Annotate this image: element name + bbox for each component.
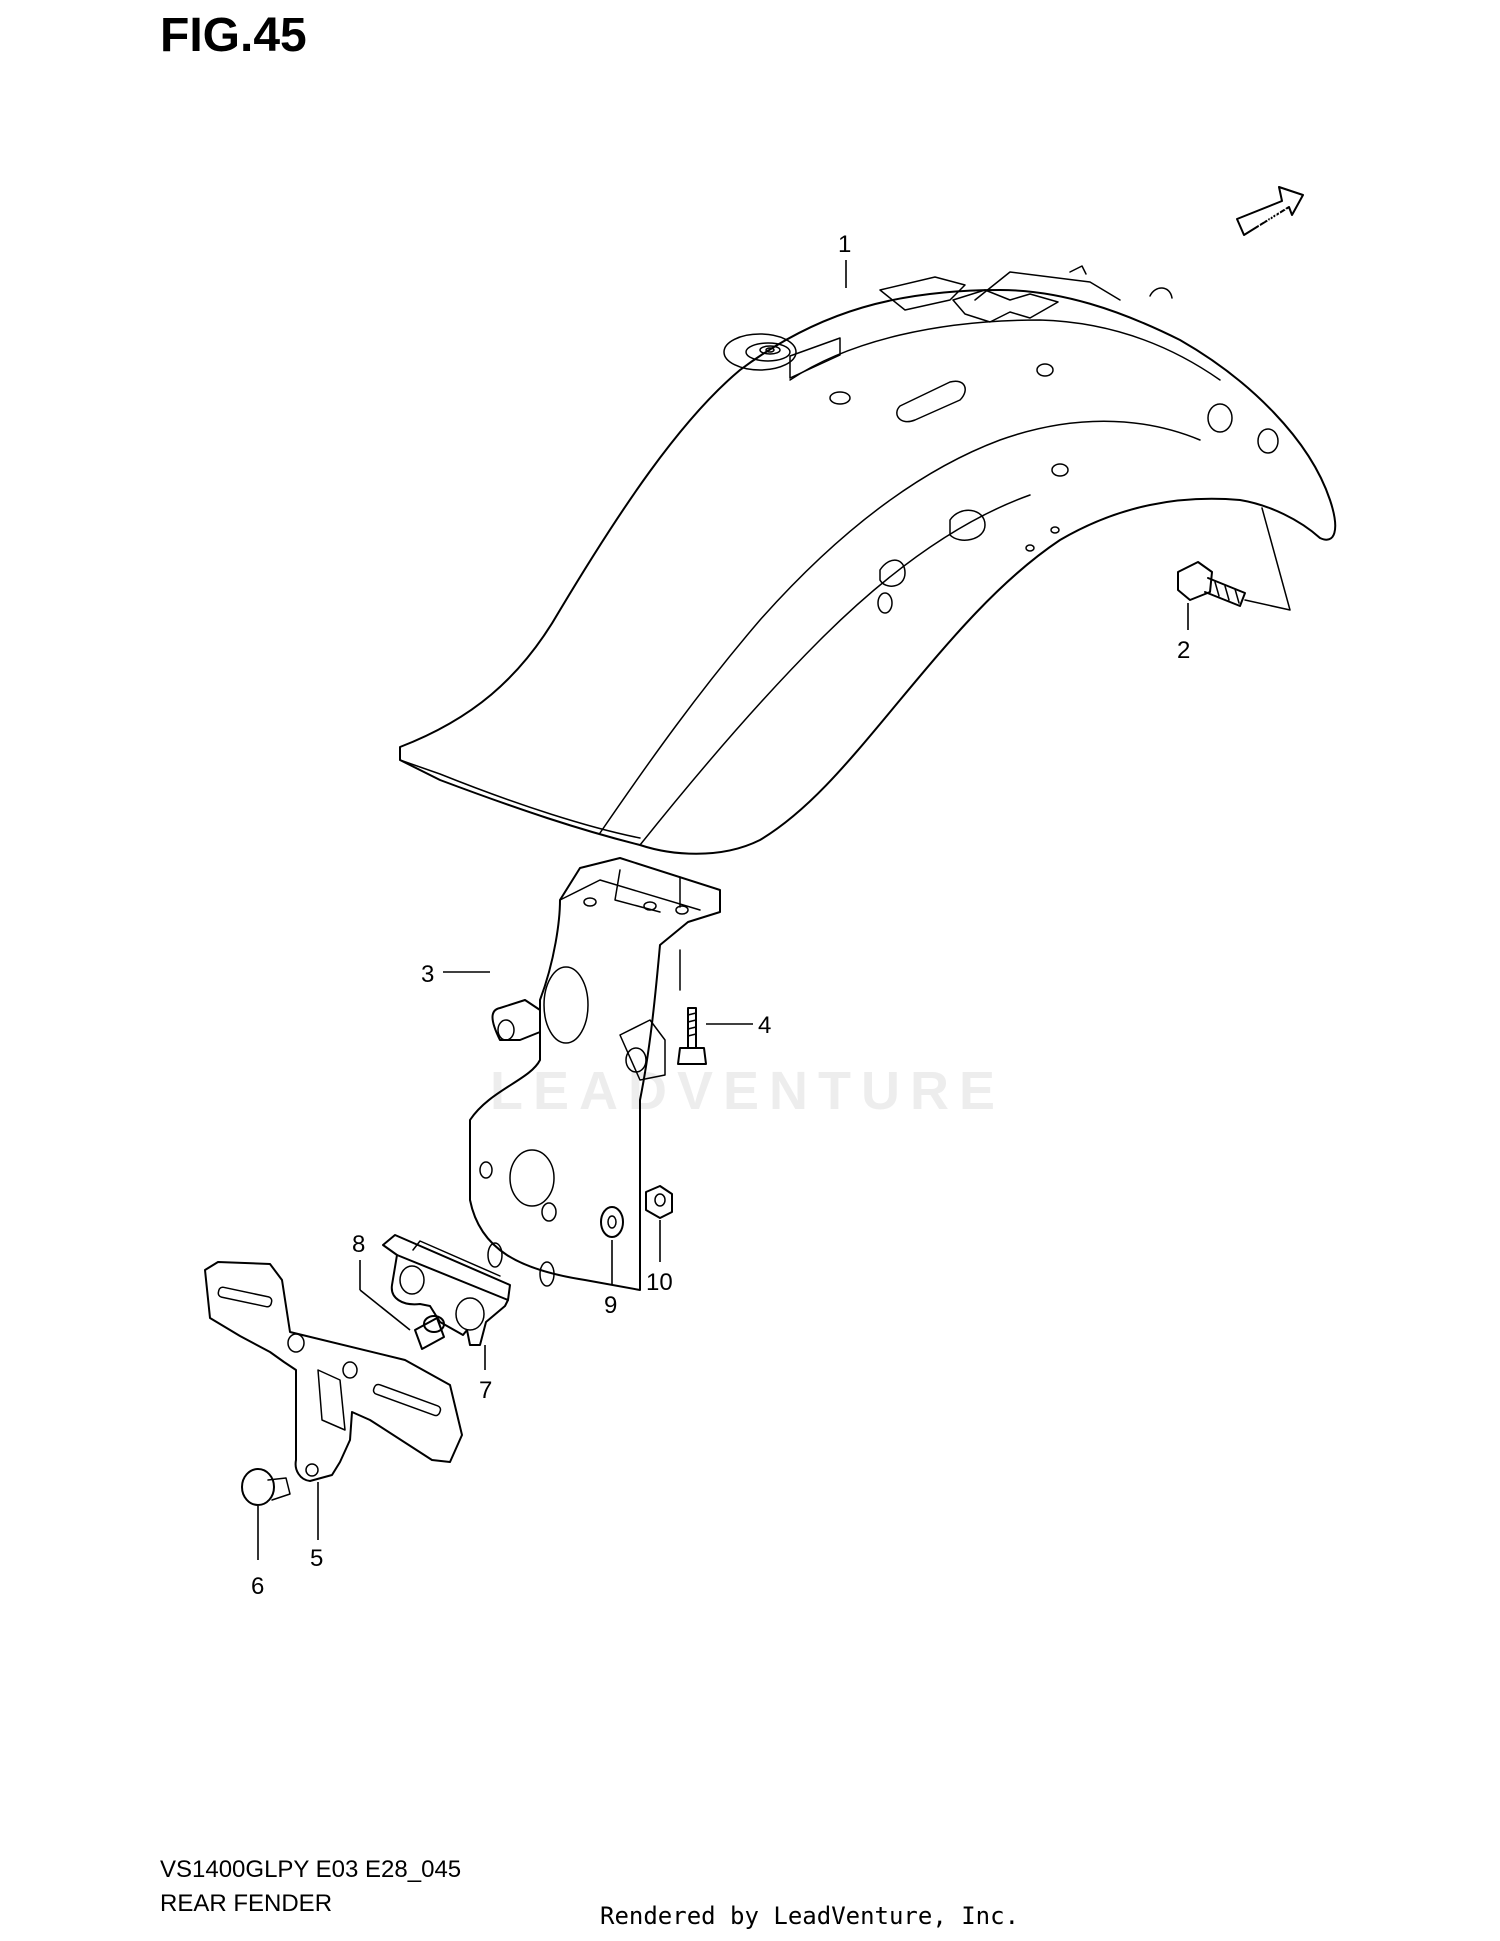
figure-title: FIG.45 — [160, 9, 307, 62]
rear-fender-drawing — [399, 265, 1337, 855]
callout-4: 4 — [758, 1012, 771, 1039]
section-name: REAR FENDER — [160, 1890, 333, 1917]
washer-drawing — [600, 1206, 624, 1238]
leader-8b — [359, 1289, 411, 1331]
callout-7: 7 — [479, 1377, 492, 1404]
license-plate-bracket-drawing — [469, 857, 721, 1291]
model-code: VS1400GLPY E03 E28_045 — [160, 1856, 462, 1883]
callout-5: 5 — [310, 1545, 323, 1572]
callout-3: 3 — [421, 961, 434, 988]
license-plate-holder-drawing — [204, 1261, 463, 1482]
callout-10: 10 — [646, 1269, 673, 1296]
bracket-bolt-drawing — [677, 1007, 707, 1065]
rendered-by: Rendered by LeadVenture, Inc. — [600, 1902, 1020, 1930]
callout-6: 6 — [251, 1573, 264, 1600]
fwd-arrow-icon: FWD — [1236, 186, 1304, 236]
spacer-drawing — [414, 1315, 445, 1350]
fender-bolt-drawing — [1177, 561, 1246, 607]
callout-2: 2 — [1177, 637, 1190, 664]
holder-grommet-drawing — [241, 1468, 291, 1506]
license-light-bracket-drawing — [382, 1234, 511, 1346]
fwd-label: FWD — [1253, 203, 1291, 232]
callout-9: 9 — [604, 1292, 617, 1319]
nut-drawing — [645, 1185, 673, 1219]
callout-1: 1 — [838, 231, 851, 258]
callout-8: 8 — [352, 1231, 365, 1258]
watermark: LEADVENTURE — [490, 1061, 1006, 1121]
